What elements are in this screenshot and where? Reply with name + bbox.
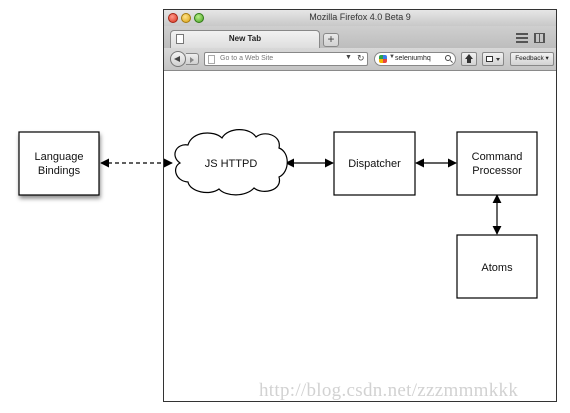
watermark: http://blog.csdn.net/zzzmmmkkk [259, 380, 519, 401]
back-button[interactable] [170, 51, 186, 67]
url-history-dropdown-icon[interactable]: ▼ [345, 54, 352, 61]
atoms-node: Atoms [456, 234, 538, 299]
engine-dropdown-icon[interactable]: ▼ [389, 54, 395, 60]
title-bar: Mozilla Firefox 4.0 Beta 9 [164, 10, 556, 26]
command-processor-node: Command Processor [456, 131, 538, 196]
url-input[interactable]: Go to a Web Site [220, 55, 274, 62]
js-httpd-label: JS HTTPD [205, 158, 258, 170]
zoom-window-icon[interactable] [194, 13, 204, 23]
search-input[interactable]: seleniumhq [395, 55, 431, 62]
search-bar[interactable]: ▼ seleniumhq [374, 52, 456, 66]
js-httpd-node: JS HTTPD [174, 129, 288, 196]
atoms-label: Atoms [481, 262, 513, 274]
url-bar[interactable]: Go to a Web Site ▼ ↻ [204, 52, 368, 66]
browser-window: Mozilla Firefox 4.0 Beta 9 New Tab + Go … [163, 9, 557, 402]
close-window-icon[interactable] [168, 13, 178, 23]
new-tab-button[interactable]: + [323, 33, 339, 47]
dispatcher-node: Dispatcher [333, 131, 416, 196]
command-processor-label-line-2: Processor [472, 165, 522, 177]
forward-button[interactable] [186, 53, 199, 65]
list-all-tabs-icon[interactable] [516, 33, 528, 43]
blank-page-icon [176, 34, 184, 44]
dispatcher-label: Dispatcher [348, 158, 401, 170]
window-title: Mozilla Firefox 4.0 Beta 9 [309, 12, 411, 22]
language-bindings-label-line-1: Language [35, 151, 84, 163]
google-engine-icon[interactable] [379, 55, 387, 63]
home-button[interactable] [461, 52, 477, 66]
tab-strip: New Tab + [164, 26, 556, 48]
language-bindings-label-line-2: Bindings [38, 165, 81, 177]
navigation-toolbar: Go to a Web Site ▼ ↻ ▼ seleniumhq Feedba… [164, 48, 556, 71]
page-icon [208, 55, 215, 64]
reload-icon[interactable]: ↻ [357, 53, 365, 63]
bookmarks-menu-button[interactable] [482, 52, 504, 66]
command-processor-label-line-1: Command [472, 151, 523, 163]
tab-label: New Tab [228, 34, 262, 43]
search-icon[interactable] [445, 55, 451, 61]
tab-new-tab[interactable]: New Tab [170, 30, 320, 48]
minimize-window-icon[interactable] [181, 13, 191, 23]
tab-groups-icon[interactable] [534, 33, 545, 43]
language-bindings-node: Language Bindings [18, 131, 100, 196]
feedback-button[interactable]: Feedback ▾ [510, 52, 554, 66]
